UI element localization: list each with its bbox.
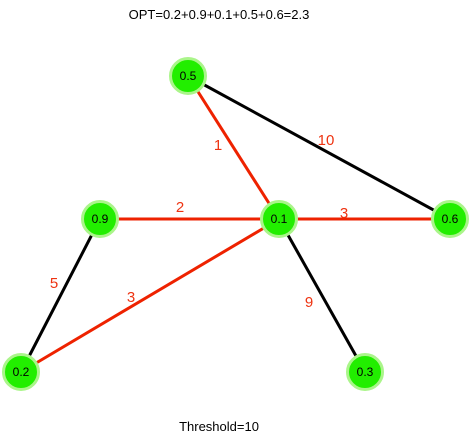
edge-weight-label: 5 [50, 275, 58, 292]
edge-labels-layer: 1 10 2 3 5 3 9 [50, 132, 348, 311]
edge-n02-n01 [20, 217, 280, 374]
node-label: 0.2 [13, 365, 30, 379]
edge-weight-label: 2 [176, 199, 184, 216]
node-circle [260, 200, 298, 238]
edge-weight-label: 10 [318, 132, 335, 149]
node-circle [169, 57, 207, 95]
opt-title: OPT=0.2+0.9+0.1+0.5+0.6=2.3 [129, 7, 310, 22]
edge-weight-label: 1 [214, 137, 222, 154]
edge-weight-label: 9 [305, 294, 313, 311]
edge-weight-label: 3 [127, 289, 135, 306]
edge-weight-label: 3 [340, 205, 348, 222]
threshold-caption: Threshold=10 [179, 419, 259, 434]
edge-n09-n02 [19, 218, 102, 373]
edges-layer [19, 74, 451, 374]
node-0-2: 0.2 [2, 353, 40, 391]
node-0-1: 0.1 [260, 200, 298, 238]
node-circle [431, 200, 469, 238]
node-circle [2, 353, 40, 391]
node-label: 0.9 [92, 212, 109, 226]
node-0-6: 0.6 [431, 200, 469, 238]
edge-n01-n03 [277, 218, 367, 373]
node-0-9: 0.9 [81, 200, 119, 238]
node-label: 0.1 [271, 212, 288, 226]
node-circle [346, 353, 384, 391]
node-label: 0.6 [442, 212, 459, 226]
node-circle [81, 200, 119, 238]
edge-n05-n01 [186, 75, 281, 220]
edge-n05-n06 [187, 74, 451, 221]
nodes-layer: 0.5 0.9 0.1 0.6 0.2 0.3 [2, 57, 469, 391]
node-0-5: 0.5 [169, 57, 207, 95]
node-0-3: 0.3 [346, 353, 384, 391]
node-label: 0.3 [357, 365, 374, 379]
node-label: 0.5 [180, 69, 197, 83]
